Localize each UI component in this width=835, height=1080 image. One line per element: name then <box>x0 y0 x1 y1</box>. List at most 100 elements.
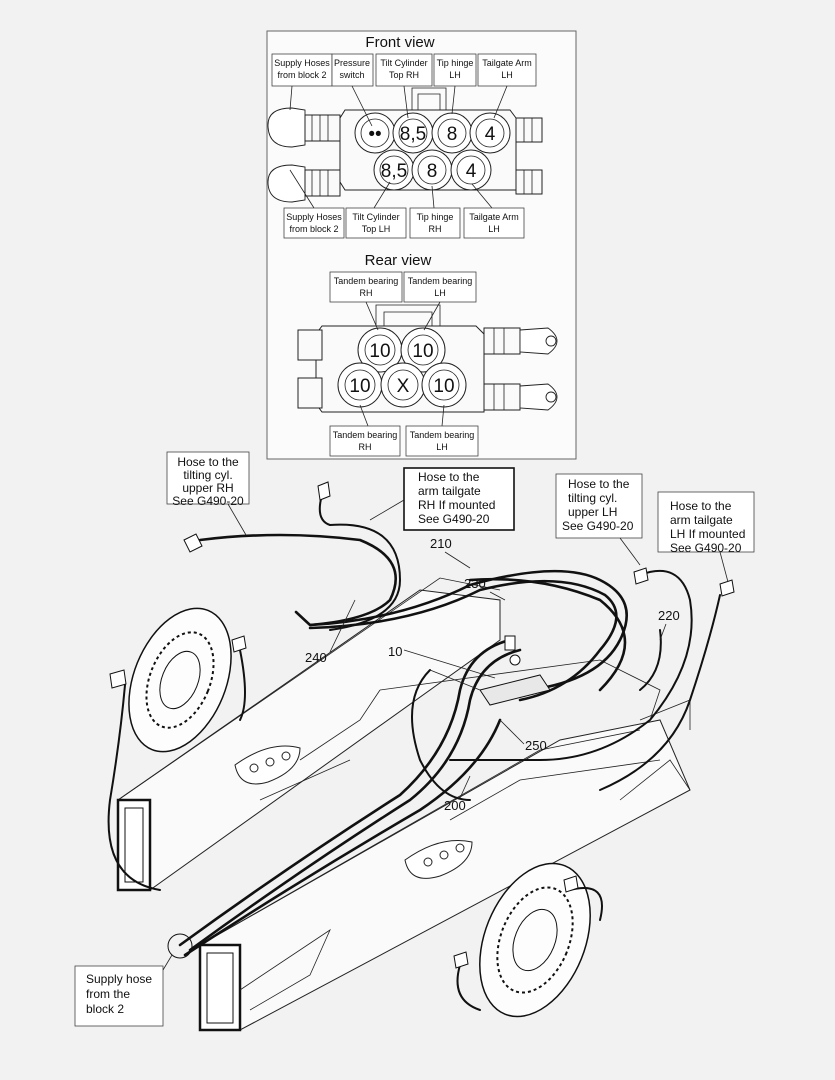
label-box <box>271 53 333 87</box>
supply-marker <box>167 933 193 959</box>
label-box <box>405 425 479 457</box>
front-port: 8 <box>411 149 453 191</box>
callout-tilt-rh: Hose to the tilting cyl. upper RH See G4… <box>166 451 250 536</box>
front-port: 8,5 <box>373 149 415 191</box>
label-line: Tandem bearing <box>333 430 398 440</box>
port-label: 8 <box>427 161 438 182</box>
rear-valve-block: 10 10 10 X 10 <box>297 301 558 427</box>
callout-line: tilting cyl. <box>568 491 617 505</box>
label-box <box>283 207 345 239</box>
front-view-title: Front view <box>365 34 434 51</box>
port-label: 8,5 <box>381 161 407 182</box>
label-line: LH <box>436 442 448 452</box>
label-line: Tandem bearing <box>410 430 475 440</box>
callout-line: Supply hose <box>86 972 152 986</box>
rear-view-top-labels: Tandem bearing RH Tandem bearing LH <box>329 271 477 303</box>
label-line: Supply Hoses <box>274 58 330 68</box>
label-line: LH <box>449 70 461 80</box>
port-label: 10 <box>349 376 370 397</box>
fittings <box>109 481 735 969</box>
wheel-rear <box>128 607 232 753</box>
part-number-200: 200 <box>444 798 466 813</box>
label-line: Pressure <box>334 58 370 68</box>
label-line: LH <box>434 288 446 298</box>
part-number-210: 210 <box>430 536 452 551</box>
callout-line: See G490-20 <box>562 519 634 533</box>
part-number-230: 230 <box>464 576 486 591</box>
callout-line: See G490-20 <box>172 494 244 508</box>
label-box <box>345 207 407 239</box>
label-box <box>403 271 477 303</box>
part-number-250: 250 <box>525 738 547 753</box>
label-line: Supply Hoses <box>286 212 342 222</box>
callout-line: block 2 <box>86 1002 124 1016</box>
port-label: 10 <box>433 376 454 397</box>
callout-line: Hose to the <box>418 470 480 484</box>
port-label: 4 <box>485 124 496 145</box>
front-valve-block: •• 8,5 8 4 8,5 8 <box>267 85 543 209</box>
part-numbers: 210 230 220 240 10 250 200 <box>305 536 680 813</box>
rear-view-title: Rear view <box>365 252 432 269</box>
rear-port: 10 <box>357 327 403 373</box>
label-line: from block 2 <box>289 224 338 234</box>
wheel-front <box>479 862 591 1018</box>
callout-line: Hose to the <box>568 477 630 491</box>
valve-cluster <box>429 635 551 706</box>
callout-line: Hose to the <box>670 499 732 513</box>
front-port: 4 <box>450 149 492 191</box>
hoses <box>107 494 721 1011</box>
label-line: Tilt Cylinder <box>352 212 399 222</box>
label-line: RH <box>359 442 372 452</box>
label-box <box>477 53 537 87</box>
port-label: 10 <box>369 341 390 362</box>
port-label: 10 <box>412 341 433 362</box>
front-port: 4 <box>469 112 511 154</box>
part-number-240: 240 <box>305 650 327 665</box>
label-line: RH <box>429 224 442 234</box>
front-view-bottom-labels: Supply Hoses from block 2 Tilt Cylinder … <box>283 207 525 239</box>
callout-supply: Supply hose from the block 2 <box>74 954 173 1027</box>
front-port: •• <box>354 112 396 154</box>
front-port: 8,5 <box>392 112 434 154</box>
rear-port: 10 <box>337 362 383 408</box>
port-label: X <box>397 376 410 397</box>
callout-tailgate-rh: Hose to the arm tailgate RH If mounted S… <box>369 467 515 531</box>
rear-view-bottom-labels: Tandem bearing RH Tandem bearing LH <box>329 425 479 457</box>
part-number-10: 10 <box>388 644 402 659</box>
label-line: LH <box>501 70 513 80</box>
rear-port: X <box>380 362 426 408</box>
callout-line: See G490-20 <box>670 541 742 555</box>
port-label: 8 <box>447 124 458 145</box>
label-box <box>329 425 401 457</box>
label-box <box>329 271 403 303</box>
callout-line: arm tailgate <box>418 484 481 498</box>
label-line: from block 2 <box>277 70 326 80</box>
trailer-frame <box>116 577 691 1032</box>
label-line: Tailgate Arm <box>469 212 519 222</box>
callout-line: tilting cyl. <box>183 468 232 482</box>
label-line: Tip hinge <box>417 212 454 222</box>
label-line: Top LH <box>362 224 391 234</box>
label-box <box>463 207 525 239</box>
label-line: Tandem bearing <box>334 276 399 286</box>
callout-line: RH If mounted <box>418 498 495 512</box>
callout-tailgate-lh: Hose to the arm tailgate LH If mounted S… <box>657 491 755 583</box>
label-line: Tailgate Arm <box>482 58 532 68</box>
port-label: •• <box>368 124 381 145</box>
callout-line: Hose to the <box>177 455 239 469</box>
callout-line: from the <box>86 987 130 1001</box>
callout-line: LH If mounted <box>670 527 745 541</box>
label-line: switch <box>339 70 364 80</box>
port-label: 8,5 <box>400 124 426 145</box>
callout-line: upper RH <box>182 481 233 495</box>
rear-port: 10 <box>421 362 467 408</box>
label-line: RH <box>360 288 373 298</box>
callout-line: arm tailgate <box>670 513 733 527</box>
rear-port: 10 <box>400 327 446 373</box>
label-line: LH <box>488 224 500 234</box>
label-box <box>375 53 433 87</box>
label-line: Tandem bearing <box>408 276 473 286</box>
callout-line: upper LH <box>568 505 617 519</box>
part-number-220: 220 <box>658 608 680 623</box>
